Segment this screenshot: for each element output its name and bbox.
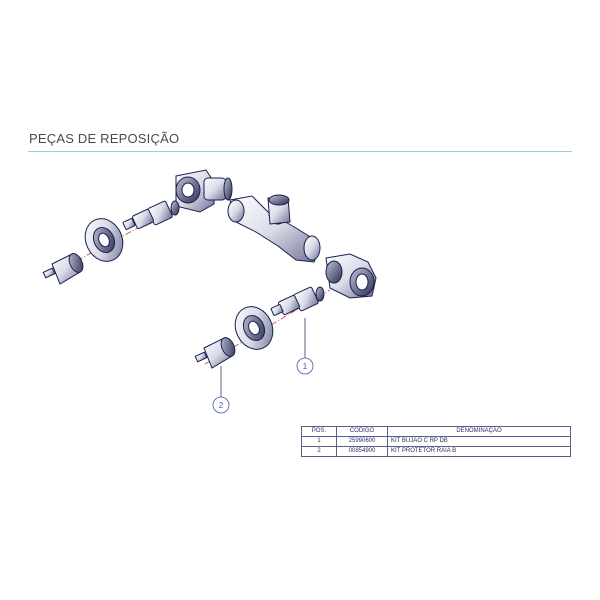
page-title: PEÇAS DE REPOSIÇÃO: [29, 131, 180, 146]
header-name: DENOMINAÇÃO: [387, 426, 571, 437]
parts-table: POS. CODIGO DENOMINAÇÃO 1 25990600 KIT B…: [301, 426, 571, 457]
parts-table-header-row: POS. CODIGO DENOMINAÇÃO: [301, 426, 571, 437]
lower-cartridge-stem: [270, 286, 325, 316]
upper-flange-rosette: [84, 218, 124, 262]
upper-tee-fitting: [175, 169, 233, 213]
lower-flange-rosette: [234, 306, 274, 350]
lower-tee-fitting: [325, 253, 377, 299]
row-pos: 2: [301, 446, 337, 457]
callout-2: 2: [212, 396, 230, 414]
title-divider: [28, 151, 572, 152]
callout-2-label: 2: [219, 401, 224, 410]
lower-protector-cap: [194, 337, 236, 369]
header-code: CODIGO: [336, 426, 388, 437]
table-row: 1 25990600 KIT BUJAO C RP DB: [301, 436, 571, 447]
connecting-pipe: [227, 194, 321, 263]
row-pos: 1: [301, 436, 337, 447]
upper-protector-cap: [42, 253, 84, 285]
header-pos: POS.: [301, 426, 337, 437]
callout-leader-lines: [220, 318, 306, 398]
callout-1: 1: [296, 357, 314, 375]
row-code: 00854900: [336, 446, 388, 457]
upper-cartridge-stem: [122, 200, 180, 230]
row-name: KIT BUJAO C RP DB: [387, 436, 571, 447]
row-name: KIT PROTETOR RAIA B: [387, 446, 571, 457]
row-code: 25990600: [336, 436, 388, 447]
callout-1-label: 1: [303, 362, 308, 371]
table-row: 2 00854900 KIT PROTETOR RAIA B: [301, 446, 571, 457]
